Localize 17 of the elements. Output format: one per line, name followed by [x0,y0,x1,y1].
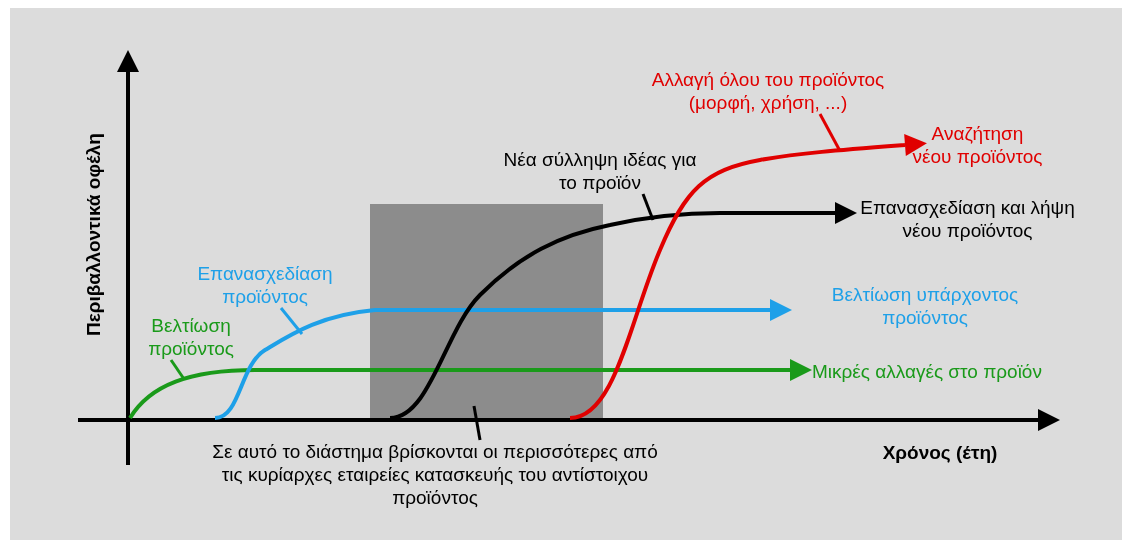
leader-line [169,359,186,380]
axis-title: Χρόνος (έτη) [881,441,999,464]
curve-label: Βελτίωση προϊόντος [136,314,246,360]
curve-end-label: Βελτίωση υπάρχοντος προϊόντος [830,283,1020,329]
axis-title: Περιβαλλοντικά οφέλη [82,132,105,339]
leader-line [641,193,655,221]
curve-label: Αλλαγή όλου του προϊόντος (μορφή, χρήση, ...) [628,68,908,114]
curve-label: Σε αυτό το διάστημα βρίσκονται οι περισσότερες από τις κυρίαρχες εταιρείες κατασκευής του αντίστοιχου προϊόντος [205,440,665,509]
curve-end-label: Αναζήτηση νέου προϊόντος [911,122,1044,168]
curve-label: Επανασχεδίαση προϊόντος [180,262,350,308]
curve-end-label: Επανασχεδίαση και λήψη νέου προϊόντος [859,196,1076,242]
leader-line [472,405,482,441]
curve-label: Νέα σύλληψη ιδέας για το προϊόν [495,148,705,194]
leader-line [818,113,842,152]
curve-end-label: Μικρές αλλαγές στο προϊόν [812,360,1043,383]
leader-line [279,307,304,335]
shaded-period [370,204,603,420]
